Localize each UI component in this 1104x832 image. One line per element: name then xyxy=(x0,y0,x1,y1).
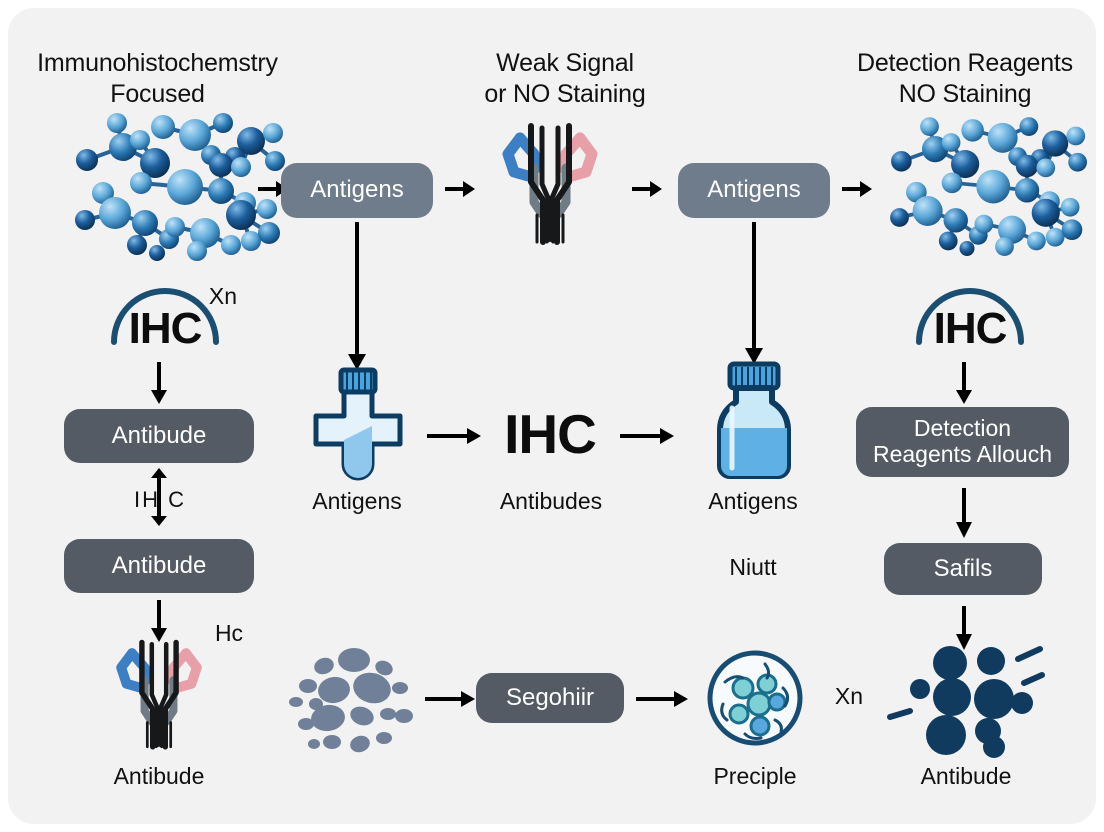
antibody-icon-bottom-left xyxy=(99,628,219,754)
arrow-down-icon xyxy=(743,222,765,364)
arrow-down-icon xyxy=(148,362,170,404)
arrow-right-icon xyxy=(842,178,872,200)
arrow-right-icon xyxy=(425,688,475,710)
box-safils[interactable]: Safils xyxy=(884,543,1042,595)
box-antibude-1[interactable]: Antibude xyxy=(64,409,254,463)
arrow-down-icon xyxy=(148,600,170,642)
vial-cross-icon xyxy=(296,367,418,484)
arrow-right-icon xyxy=(632,178,662,200)
antibody-superscript-left: Hc xyxy=(214,620,244,646)
arrow-right-icon xyxy=(445,178,475,200)
caption-niutt: Niutt xyxy=(729,554,777,580)
ihc-arc-right-icon xyxy=(915,288,1025,345)
pill-antigens-2[interactable]: Antigens xyxy=(678,163,830,218)
caption-antibude-right: Antibude xyxy=(920,763,1012,789)
molecule-cluster-left-icon xyxy=(45,105,285,261)
caption-antibude-left: Antibude xyxy=(113,763,205,789)
ihc-center-text: IHC xyxy=(504,403,597,465)
heading-middle: Weak Signal or NO Staining xyxy=(484,49,646,108)
caption-antigens-right: Antigens xyxy=(708,488,798,514)
antibody-icon-top xyxy=(490,110,610,250)
double-arrow-icon xyxy=(148,468,170,526)
arrow-right-icon xyxy=(620,425,674,447)
arrow-down-icon xyxy=(346,222,368,370)
preciple-circle-icon xyxy=(705,648,805,748)
box-antibude-2[interactable]: Antibude xyxy=(64,539,254,593)
box-detection-reagents[interactable]: Detection Reagents Allouch xyxy=(856,407,1069,477)
heading-left: Immunohistochemstry Focused xyxy=(37,49,278,108)
cell-cluster-icon xyxy=(288,644,420,760)
ihc-label-left: IHC xyxy=(128,304,203,353)
heading-right: Detection Reagents NO Staining xyxy=(857,49,1073,108)
caption-antibudes-middle: Antibudes xyxy=(499,488,603,514)
arrow-right-icon xyxy=(636,688,688,710)
pill-antigens-1[interactable]: Antigens xyxy=(281,163,433,218)
caption-preciple: Preciple xyxy=(713,763,797,789)
ihc-label-right: IHC xyxy=(933,304,1008,353)
bottle-icon xyxy=(706,361,802,484)
antibody-dots-icon xyxy=(887,645,1045,758)
superscript-xn-bottom: Xn xyxy=(834,683,864,709)
ihc-arc-left-icon xyxy=(110,288,220,345)
caption-antigens-middle: Antigens xyxy=(312,488,402,514)
pill-segohiir[interactable]: Segohiir xyxy=(476,673,624,723)
arrow-down-icon xyxy=(953,488,975,538)
arrow-right-icon xyxy=(427,425,481,447)
ihc-superscript-left: Xn xyxy=(208,283,238,309)
arrow-down-icon xyxy=(953,362,975,404)
label-between-boxes: IH C xyxy=(134,487,186,512)
arrow-down-icon xyxy=(953,606,975,650)
molecule-cluster-right-icon xyxy=(862,105,1087,256)
